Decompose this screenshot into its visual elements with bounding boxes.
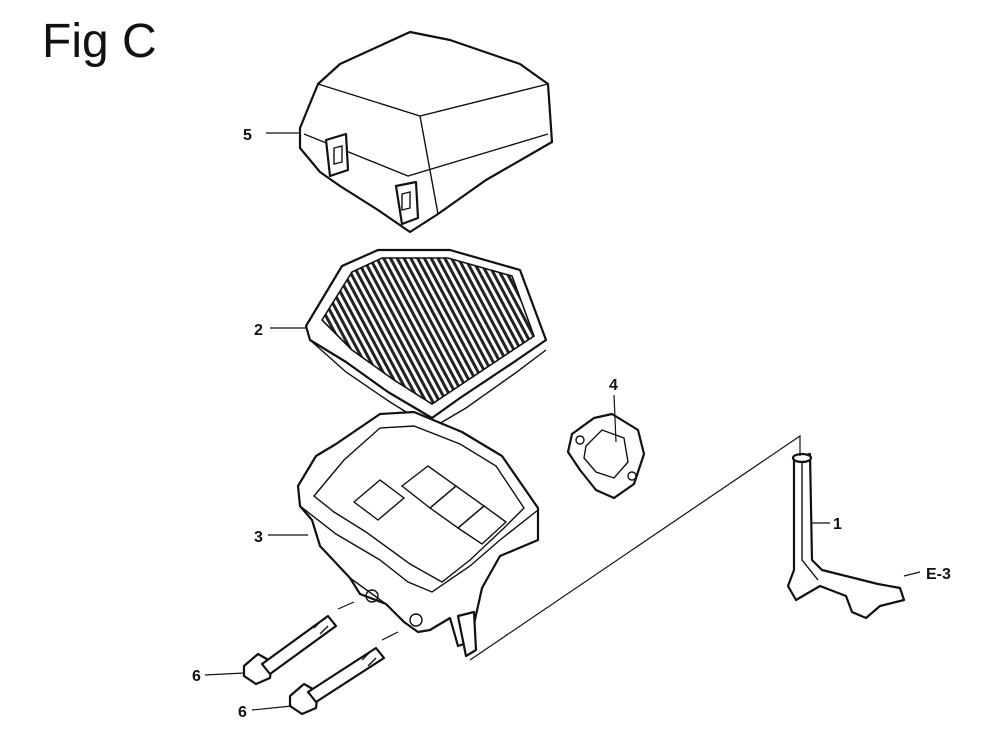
callout-4: 4 <box>609 377 618 394</box>
bolt-lower <box>288 646 386 716</box>
gasket <box>566 412 646 500</box>
callout-6-lower: 6 <box>238 704 247 721</box>
callout-1: 1 <box>833 516 842 533</box>
callouts: 5 2 4 3 1 6 6 E-3 <box>192 127 951 721</box>
air-cleaner-case <box>296 410 540 658</box>
figure-title: Fig C <box>42 15 157 68</box>
callout-3: 3 <box>254 529 263 546</box>
bolt-upper <box>242 614 338 686</box>
callout-5: 5 <box>243 127 252 144</box>
air-cleaner-cover <box>298 30 554 234</box>
callout-6-upper: 6 <box>192 668 201 685</box>
reference-label: E-3 <box>926 566 951 583</box>
leader-lines <box>204 132 921 711</box>
breather-tube <box>786 452 906 620</box>
air-filter-element <box>304 248 548 429</box>
callout-2: 2 <box>254 322 263 339</box>
